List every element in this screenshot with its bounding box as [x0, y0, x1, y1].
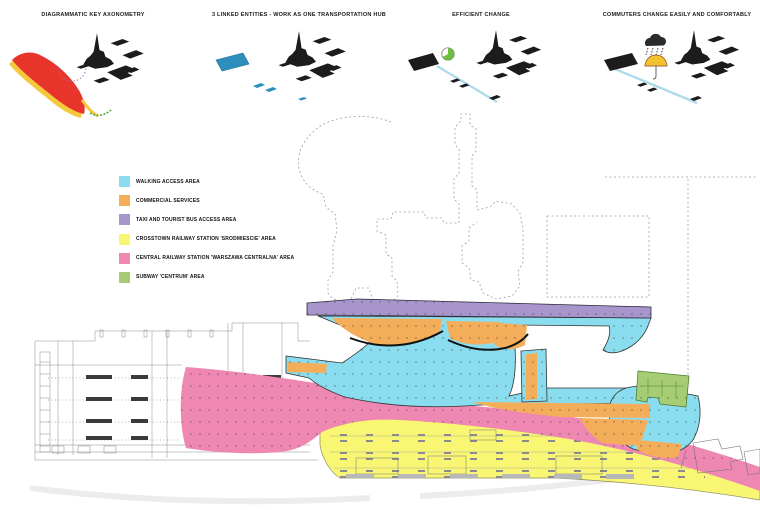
rain-drops	[645, 47, 664, 56]
city-cluster	[476, 30, 542, 79]
city-cluster	[278, 31, 346, 82]
rain-cloud-icon	[645, 33, 666, 46]
palace-outline-dashed	[297, 113, 758, 386]
legend-item-central: CENTRAL RAILWAY STATION 'WARSZAWA CENTRA…	[119, 252, 295, 264]
mini-diagram-commuters	[604, 30, 740, 105]
station-slab	[604, 53, 638, 71]
ghost-arcs	[29, 473, 641, 505]
link-line	[436, 64, 498, 104]
mini-diagram-linked-entities	[215, 31, 346, 101]
legend-swatch	[119, 233, 130, 245]
legend-item-commercial: COMMERCIAL SERVICES	[119, 195, 294, 207]
legend-label: COMMERCIAL SERVICES	[136, 197, 200, 204]
legend-label: CENTRAL RAILWAY STATION 'WARSZAWA CENTRA…	[136, 255, 295, 262]
transfer-bit	[637, 82, 648, 87]
green-link-sprout	[89, 109, 112, 117]
entity-slab	[215, 52, 250, 72]
legend-item-walking: WALKING ACCESS AREA	[119, 176, 294, 187]
mini-diagram-key-axonometry	[9, 33, 144, 118]
city-cluster	[674, 30, 740, 79]
transfer-bit	[647, 87, 658, 92]
legend-swatch	[119, 214, 130, 226]
city-cluster	[76, 33, 144, 84]
station-slab	[408, 53, 439, 71]
access-ribbon-red	[12, 52, 85, 114]
legend-label: WALKING ACCESS AREA	[136, 178, 200, 185]
east-buildings-linework	[680, 438, 760, 476]
legend-label: CROSSTOWN RAILWAY STATION 'SRODMIESCIE' …	[136, 236, 276, 243]
transfer-bit	[459, 83, 470, 88]
umbrella-handle	[652, 66, 657, 80]
caption-commuters: COMMUTERS CHANGE EASILY AND COMFORTABLY	[602, 12, 752, 18]
legend-label: SUBWAY 'CENTRUM' AREA	[136, 274, 205, 281]
legend-item-taxi-bus: TAXI AND TOURIST BUS ACCESS AREA	[119, 214, 294, 226]
legend-label: TAXI AND TOURIST BUS ACCESS AREA	[136, 216, 237, 223]
entity-bit	[265, 87, 277, 92]
legend-item-subway: SUBWAY 'CENTRUM' AREA	[119, 271, 294, 283]
end-station-bit	[690, 96, 702, 101]
clock-pie-wedge	[442, 47, 455, 61]
legend-swatch	[119, 195, 130, 207]
legend: WALKING ACCESS AREA COMMERCIAL SERVICES …	[119, 176, 294, 291]
end-station-bit	[489, 95, 501, 100]
umbrella-icon	[644, 54, 668, 67]
mini-diagram-efficient-change	[408, 30, 542, 104]
legend-item-crosstown: CROSSTOWN RAILWAY STATION 'SRODMIESCIE' …	[119, 233, 294, 245]
caption-key-axonometry: DIAGRAMMATIC KEY AXONOMETRY	[41, 12, 145, 18]
entity-bit	[298, 97, 307, 101]
legend-swatch	[119, 176, 130, 187]
transfer-bit	[450, 78, 461, 83]
entity-bit	[253, 83, 265, 88]
caption-linked-entities: 3 LINKED ENTITIES - WORK AS ONE TRANSPOR…	[211, 12, 387, 18]
link-line	[609, 65, 698, 105]
legend-swatch	[119, 252, 130, 264]
legend-swatch	[119, 271, 130, 283]
caption-efficient-change: EFFICIENT CHANGE	[452, 12, 510, 18]
ribbon-tail	[80, 99, 99, 118]
